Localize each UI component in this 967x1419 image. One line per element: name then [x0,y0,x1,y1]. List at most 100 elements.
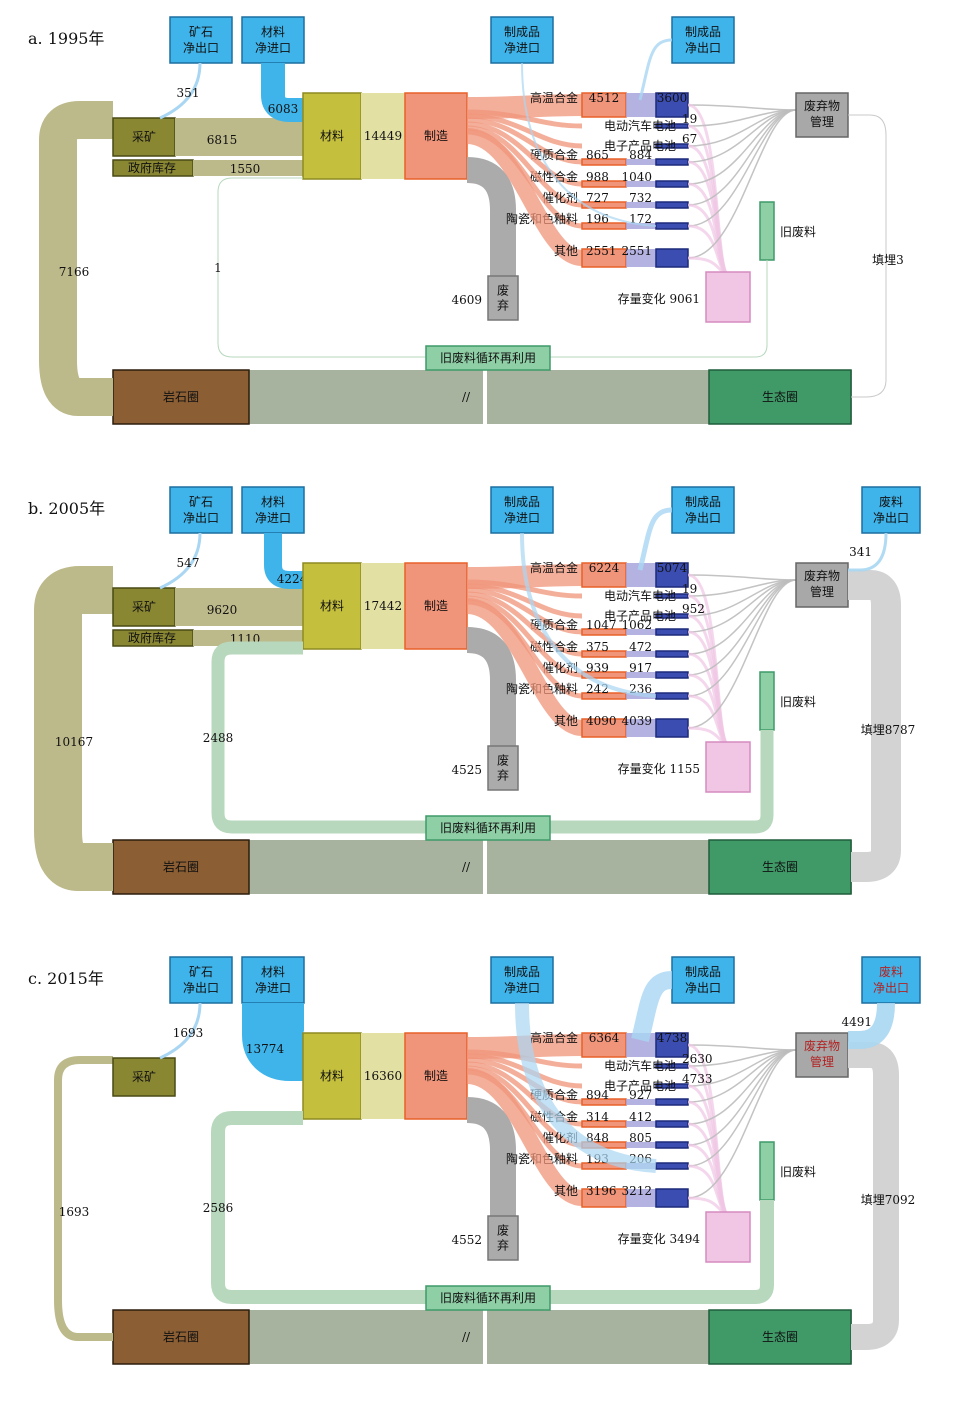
old-scrap-box [759,671,775,731]
discard-flow [466,627,516,746]
materials-flow-band [361,1033,405,1119]
product-export-label: 制成品净出口 [685,495,721,525]
materials-label: 材料 [320,1069,344,1083]
stock-change-box [705,271,751,323]
stock-change-box [705,1211,751,1263]
biosphere-label: 生态圈 [762,860,798,874]
materials-flow-band [361,563,405,649]
waste-mgmt-label-line: 废弃物 [804,1038,840,1053]
use-flow-3 [466,587,583,635]
use-flow-2 [466,583,583,619]
waste-export-value: 4491 [841,1015,872,1029]
product-out-value-3: 927 [629,1088,652,1102]
product-box-3 [655,1098,689,1106]
product-out-value-0: 4738 [657,1031,688,1045]
product-waste-line-7 [687,1049,797,1199]
recycle-flow-value: 2586 [203,1201,234,1215]
material-import-label-line: 净进口 [255,41,291,55]
ore-export-label: 矿石净出口 [183,25,219,55]
product-import-box [490,486,554,534]
ore-export-label-line: 净出口 [183,981,219,995]
lithosphere-flow-value: 1693 [59,1205,90,1219]
gov-stock-flow-value: 1550 [230,162,261,176]
product-box-7 [655,718,689,738]
product-box-6 [655,692,689,700]
material-import-value: 6083 [268,102,299,116]
recycle-loop-flow [211,641,774,834]
discard-box [487,1215,519,1261]
material-import-box [241,956,305,1004]
manufacturing-box [404,1032,468,1120]
recycle-loop-flow [217,177,768,358]
material-import-box [241,486,305,534]
lithosphere-label: 岩石圈 [163,859,199,874]
use-value-0: 6224 [589,561,620,575]
landfill-label: 填埋7092 [861,1193,916,1207]
discard-label: 废弃 [497,753,509,783]
product-out-value-7: 2551 [621,244,652,258]
waste-mgmt-label-line: 管理 [810,114,834,129]
ore-export-label-line: 净出口 [183,511,219,525]
product-import-label: 制成品净进口 [504,25,540,55]
use-label-0: 高温合金 [530,90,578,105]
old-scrap-label: 旧废料 [780,224,816,239]
recycle-flow-value: 1 [214,261,222,275]
lithosphere-loop-band [54,1056,113,1341]
panel-title: b. 2005年 [28,499,105,518]
product-box-5 [655,201,689,209]
product-box-6 [655,1162,689,1170]
product-import-label: 制成品净进口 [504,965,540,995]
product-waste-line-6 [687,1049,797,1167]
use-flow-7 [465,1068,584,1206]
product-out-value-4: 472 [629,640,652,654]
material-import-label-line: 材料 [261,495,285,509]
product-waste-line-6 [687,579,797,697]
waste-export-label: 废料净出口 [873,494,909,525]
product-export-box [671,956,735,1004]
mining-flow-band [175,588,303,626]
use-value-3: 1047 [586,618,617,632]
use-label-2: 电子产品电池 [604,1079,676,1093]
recycle-flow-value: 2488 [203,731,234,745]
product-export-label: 制成品净出口 [685,965,721,995]
material-import-flow [242,1003,321,1081]
use-label-2: 电子产品电池 [604,139,676,153]
product-export-box [671,486,735,534]
use-value-4: 375 [586,640,609,654]
waste-mgmt-label-line: 管理 [810,1054,834,1069]
mining-label: 采矿 [132,1070,156,1084]
ore-export-box [169,956,233,1004]
old-scrap-label: 旧废料 [780,1164,816,1179]
use-value-7: 4090 [586,714,617,728]
product-import-label-line: 制成品 [504,495,540,509]
mining-flow-value: 6815 [207,133,238,147]
product-box-7 [655,248,689,268]
waste-mgmt-box [795,1032,849,1078]
product-box-5 [655,1141,689,1149]
material-import-flow [264,533,303,589]
product-box-3 [655,628,689,636]
use-value-7: 3196 [586,1184,617,1198]
material-import-label-line: 材料 [261,965,285,979]
discard-flow-value: 4525 [451,763,482,777]
use-label-2: 电子产品电池 [604,609,676,623]
product-export-label-line: 净出口 [685,981,721,995]
mining-flow-band [175,118,303,156]
product-export-label-line: 净出口 [685,41,721,55]
product-out-value-5: 732 [629,191,652,205]
product-waste-line-0 [687,574,797,581]
product-box-0 [655,92,689,118]
materials-box [302,92,362,180]
waste-mgmt-box [795,92,849,138]
ore-export-value: 351 [177,86,200,100]
discard-label-line: 废 [497,1223,509,1238]
product-box-4 [655,1120,689,1128]
product-export-flow [631,971,673,1043]
use-value-4: 988 [586,170,609,184]
mining-flow-value: 9620 [207,603,238,617]
use-value-0: 4512 [589,91,620,105]
product-out-value-5: 917 [629,661,652,675]
use-value-0: 6364 [589,1031,620,1045]
